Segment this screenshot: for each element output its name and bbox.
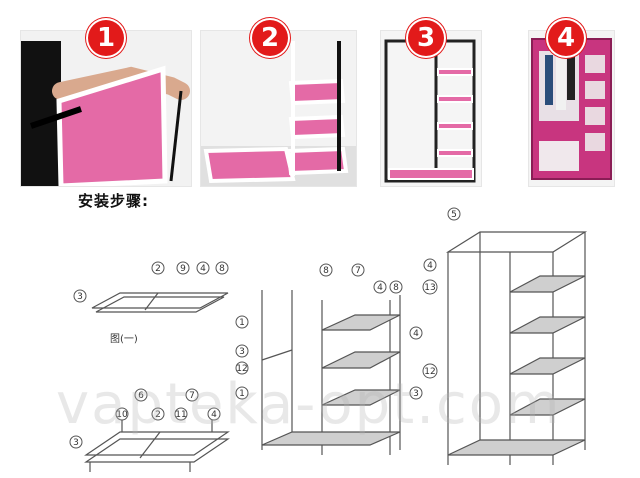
callout-label: 7 [355, 266, 361, 276]
callout-label: 8 [219, 264, 225, 274]
step-badge-4: 4 [548, 20, 584, 56]
step-1-photo [20, 30, 192, 187]
callout-label: 3 [413, 389, 419, 399]
callout-label: 6 [138, 391, 144, 401]
callout-label: 2 [155, 264, 161, 274]
callout-label: 1 [239, 318, 245, 328]
callout-label: 4 [377, 283, 383, 293]
step-1-illustration [21, 41, 190, 186]
step-4-photo [528, 30, 615, 187]
step-3-photo [380, 30, 482, 187]
callout-label: 12 [236, 364, 247, 374]
installation-steps-title: 安装步骤: [78, 192, 149, 210]
callout-label: 8 [393, 283, 399, 293]
middle-structure-drawing [261, 290, 401, 455]
callout-label: 10 [116, 410, 128, 420]
step-4-illustration [531, 38, 612, 180]
wardrobe-frame-drawing [445, 231, 588, 465]
callout-label: 11 [175, 410, 186, 420]
step-badge-1: 1 [88, 20, 124, 56]
callout-label: 7 [189, 391, 195, 401]
callouts-middle: 1 3 12 1 8 7 4 8 4 3 [235, 263, 423, 400]
step-3-illustration [384, 39, 476, 183]
callout-label: 4 [427, 261, 433, 271]
step-badge-2: 2 [252, 20, 288, 56]
callout-label: 9 [180, 264, 186, 274]
step-2-illustration [201, 41, 356, 186]
callout-label: 1 [239, 389, 245, 399]
callout-label: 3 [239, 347, 245, 357]
callout-label: 4 [413, 329, 419, 339]
base-with-legs-drawing [84, 410, 230, 472]
callout-label: 2 [155, 410, 161, 420]
figure-caption: 图(一) [110, 333, 138, 345]
callout-label: 8 [323, 266, 329, 276]
callouts-bottom-left: 6 7 10 2 11 4 3 [69, 388, 221, 449]
callout-label: 3 [77, 292, 83, 302]
callout-label: 13 [424, 283, 435, 293]
callout-label: 4 [211, 410, 217, 420]
frame-base-drawing [91, 292, 229, 313]
callout-label: 5 [451, 210, 457, 220]
callout-label: 4 [200, 264, 206, 274]
step-badge-3: 3 [408, 20, 444, 56]
callouts-top-left: 2 9 4 8 3 [73, 261, 229, 303]
callout-label: 3 [73, 438, 79, 448]
callouts-right: 5 4 13 12 [422, 207, 461, 379]
step-2-photo [200, 30, 357, 187]
callout-label: 12 [424, 367, 435, 377]
